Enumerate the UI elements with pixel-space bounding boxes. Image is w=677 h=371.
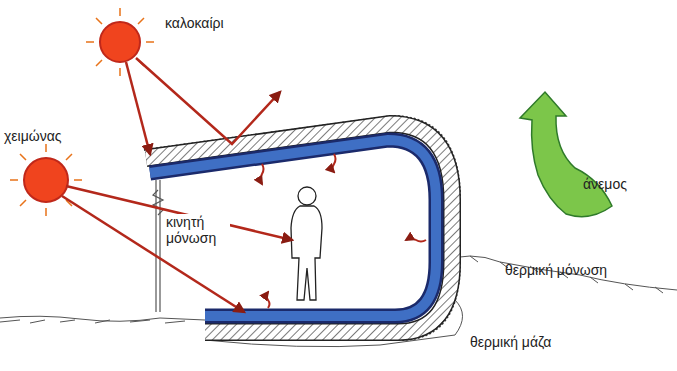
sun <box>10 8 154 216</box>
heat-arrows <box>261 154 427 308</box>
season-label: καλοκαίρι <box>165 15 224 31</box>
hatch-fill <box>146 124 452 332</box>
thermal-insulation-outer <box>144 116 460 340</box>
season-label: χειμώνας <box>4 128 62 144</box>
sun-rays <box>62 58 292 312</box>
part-label: θερμική μάζα <box>470 334 551 350</box>
wind-arrow <box>520 92 612 217</box>
person <box>291 187 322 300</box>
part-label: θερμική μόνωση <box>505 262 607 278</box>
part-label: κινητή μόνωση <box>164 214 230 246</box>
wind-label: άνεμος <box>583 176 627 192</box>
thermal-mass <box>150 140 436 316</box>
thermal-insulation <box>146 124 452 332</box>
thermal-mass-fill <box>150 140 436 316</box>
glazing <box>153 180 163 312</box>
